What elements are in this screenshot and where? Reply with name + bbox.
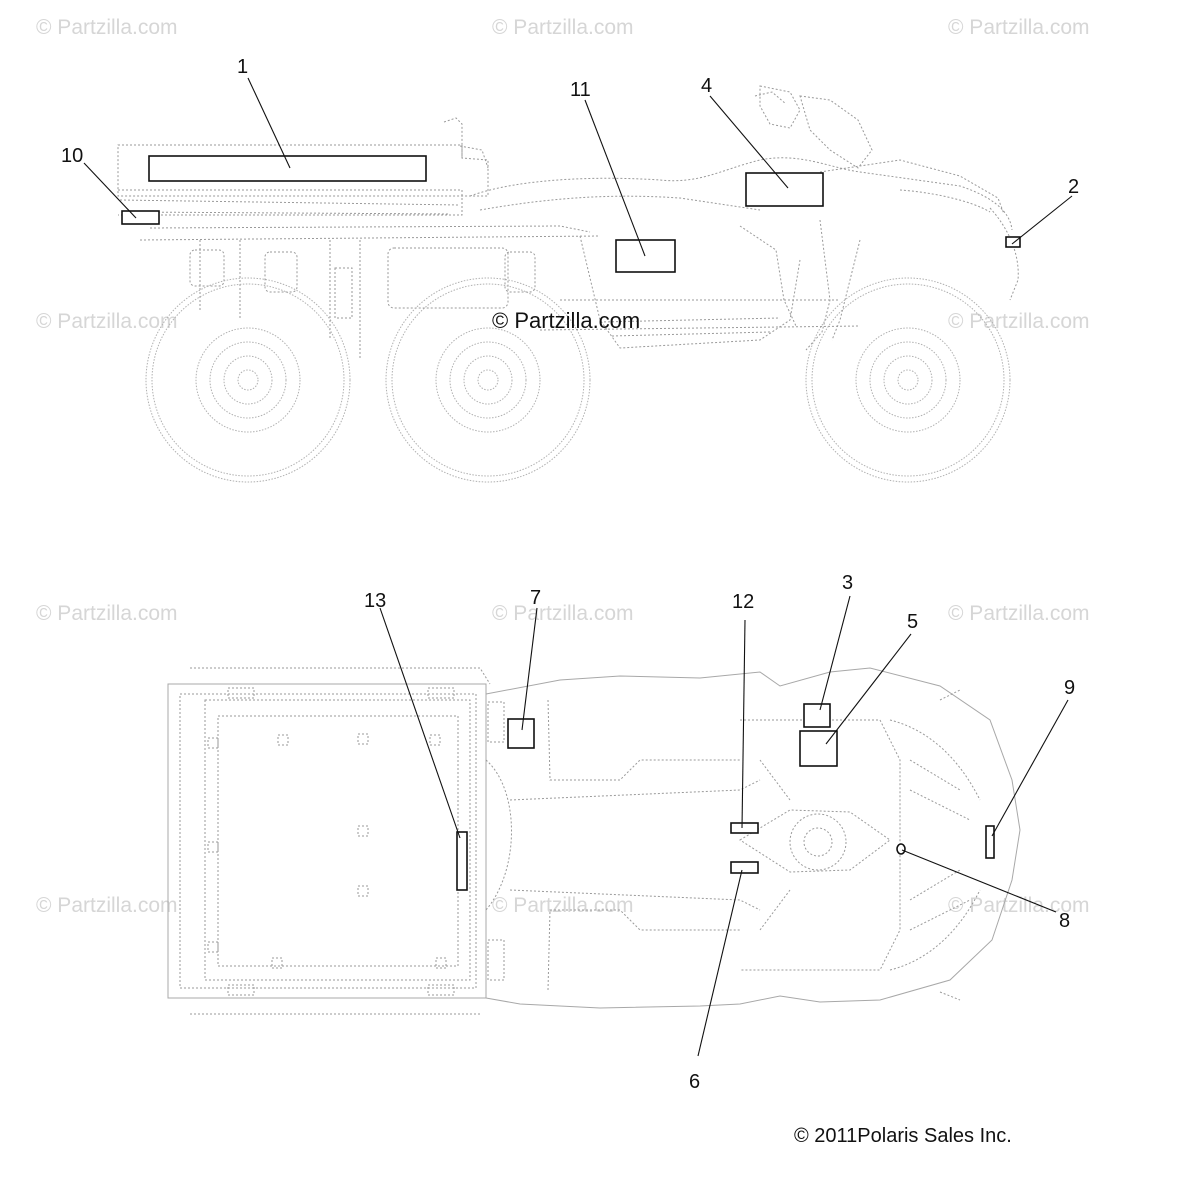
top-view: 13 7 12 3 5 9 8 6 xyxy=(167,572,1075,1093)
decal-8 xyxy=(896,843,906,855)
watermark-text: © Partzilla.com xyxy=(36,894,178,917)
leader-line-8 xyxy=(901,849,1057,913)
watermark-text: © Partzilla.com xyxy=(948,602,1090,625)
leader-line-3 xyxy=(819,595,851,711)
callout-4: 4 xyxy=(701,75,712,97)
watermark-text: © Partzilla.com xyxy=(948,310,1090,333)
callout-5: 5 xyxy=(907,611,918,633)
leader-line-6 xyxy=(697,869,743,1057)
leader-line-13 xyxy=(379,607,461,839)
watermark-text: © Partzilla.com xyxy=(492,16,634,39)
decal-9 xyxy=(985,825,995,859)
callout-12: 12 xyxy=(732,591,754,613)
watermark-text: © Partzilla.com xyxy=(36,602,178,625)
watermark-text: © Partzilla.com xyxy=(492,894,634,917)
leader-line-9 xyxy=(991,699,1069,837)
callout-11: 11 xyxy=(570,79,591,101)
decal-4 xyxy=(745,172,824,207)
callout-8: 8 xyxy=(1059,910,1070,932)
watermarks: © Partzilla.com © Partzilla.com © Partzi… xyxy=(36,16,1090,917)
leader-line-1 xyxy=(247,77,291,169)
watermark-text: © Partzilla.com xyxy=(492,602,634,625)
decal-12 xyxy=(730,822,759,834)
watermark-text: © Partzilla.com xyxy=(948,16,1090,39)
leader-line-7 xyxy=(521,607,538,731)
watermark-text: © Partzilla.com xyxy=(36,16,178,39)
callout-2: 2 xyxy=(1068,176,1079,198)
decal-1 xyxy=(148,155,427,182)
callout-1: 1 xyxy=(237,56,248,78)
callout-3: 3 xyxy=(842,572,853,594)
leader-line-11 xyxy=(584,99,646,257)
watermark-text: © Partzilla.com xyxy=(36,310,178,333)
decal-5 xyxy=(799,730,838,767)
callout-7: 7 xyxy=(530,587,541,609)
leader-line-5 xyxy=(825,633,912,745)
center-watermark: © Partzilla.com xyxy=(492,308,640,333)
leader-line-4 xyxy=(709,95,789,189)
decal-2 xyxy=(1005,236,1021,248)
callout-9: 9 xyxy=(1064,677,1075,699)
callout-13: 13 xyxy=(364,590,386,612)
decal-6 xyxy=(730,861,759,874)
leader-line-2 xyxy=(1011,195,1073,245)
leader-line-12 xyxy=(741,619,746,829)
decal-13 xyxy=(456,831,468,891)
callout-6: 6 xyxy=(689,1071,700,1093)
decal-10 xyxy=(121,210,160,225)
side-view: 1 10 11 4 2 © Partzilla.com xyxy=(61,56,1079,483)
decal-11 xyxy=(615,239,676,273)
callout-10: 10 xyxy=(61,145,83,167)
copyright-notice: © 2011Polaris Sales Inc. xyxy=(794,1125,1012,1147)
decal-3 xyxy=(803,703,831,728)
decal-7 xyxy=(507,718,535,749)
leader-line-10 xyxy=(83,162,137,219)
